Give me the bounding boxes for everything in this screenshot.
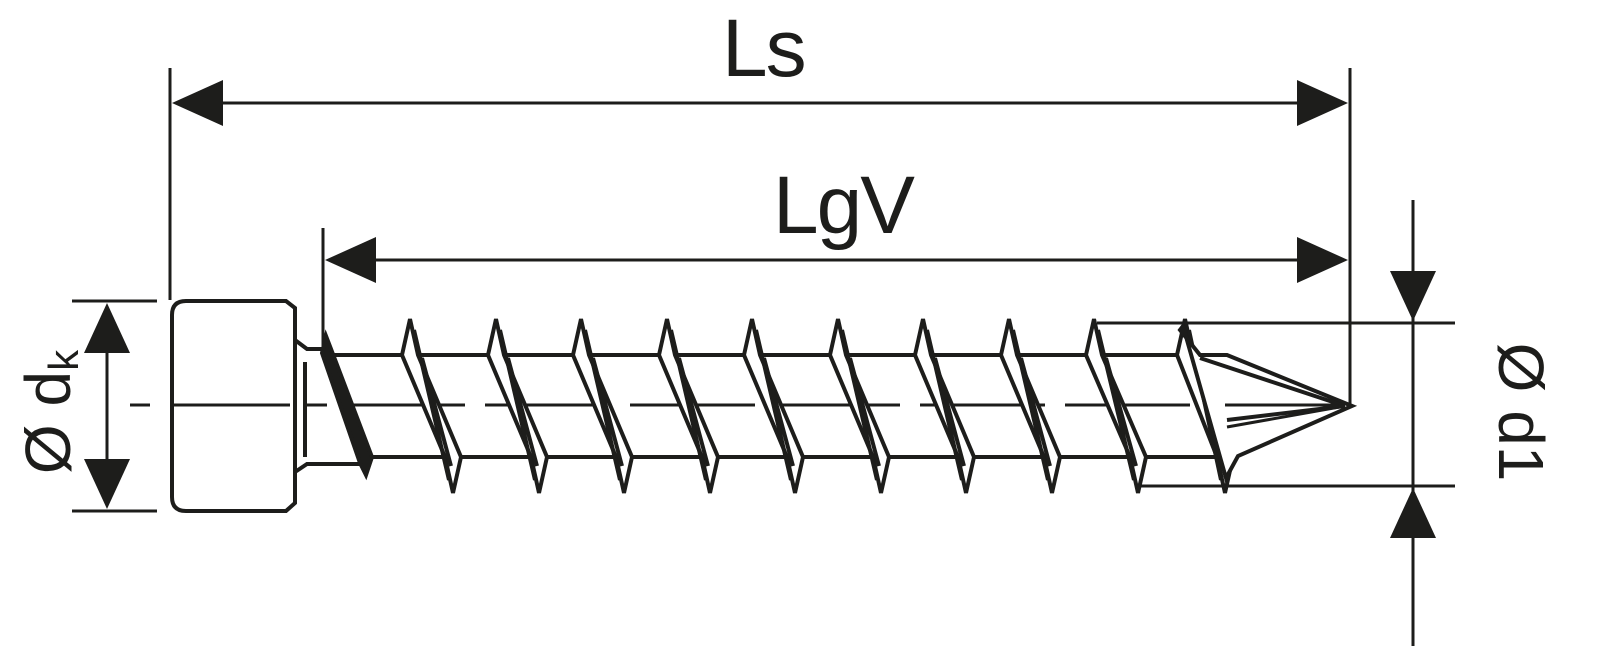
diameter-symbol: Ø [1485, 342, 1557, 393]
arrowhead-right-icon [1297, 237, 1348, 283]
lgv-label: LgV [773, 160, 915, 251]
thread-back-edge [754, 329, 795, 481]
thread-back-edge [412, 329, 453, 481]
dk-dimension [72, 299, 157, 513]
dk-label: Ø dk [12, 342, 87, 482]
dk-letter: d [12, 370, 84, 407]
arrowhead-right-icon [1297, 80, 1348, 126]
thread-back-edge [1011, 329, 1052, 481]
thread-back-edge [1096, 329, 1138, 481]
ls-dimension [168, 68, 1352, 406]
screw-head [170, 299, 362, 513]
arrowhead-left-icon [172, 80, 223, 126]
ls-label: Ls [722, 3, 807, 94]
diameter-symbol: Ø [12, 424, 84, 475]
thread-back-edge [840, 329, 881, 481]
first-thread [319, 329, 375, 481]
thread-back-edge [498, 329, 539, 481]
arrowhead-down-icon [84, 459, 130, 509]
thread-back-edge [583, 329, 624, 481]
arrowhead-down-icon [1390, 271, 1436, 321]
d1-letter: d1 [1485, 410, 1557, 482]
thread-back-edge [925, 329, 966, 481]
dk-subscript: k [40, 349, 87, 371]
thread-back-edge [669, 329, 710, 481]
d1-dimension [1097, 200, 1455, 646]
screw-tip [1177, 321, 1358, 484]
arrowhead-left-icon [325, 237, 376, 283]
arrowhead-up-icon [1390, 488, 1436, 538]
lgv-dimension [321, 228, 1348, 350]
arrowhead-up-icon [84, 303, 130, 353]
d1-label: Ø d1 [1485, 337, 1557, 487]
